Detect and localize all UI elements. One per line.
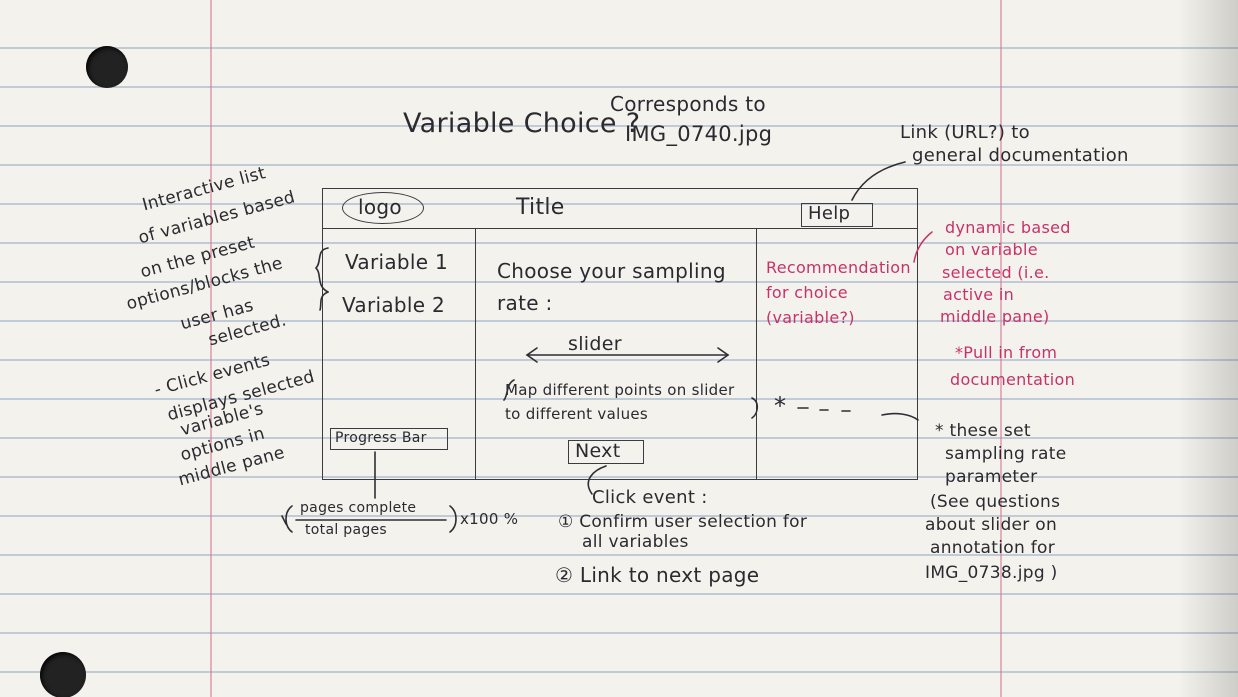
variable-list-item-2[interactable]: Variable 2 — [342, 293, 446, 317]
margin-line-left — [210, 0, 212, 697]
logo-placeholder[interactable] — [342, 192, 424, 224]
annotation-help-line-1: Link (URL?) to — [900, 122, 1030, 143]
binder-hole-top — [86, 46, 128, 88]
wireframe-header-divider — [322, 228, 918, 229]
annotation-dynamic-line-2: on variable — [945, 240, 1038, 259]
formula-denominator: total pages — [305, 522, 388, 538]
progress-bar-label: Progress Bar — [335, 430, 427, 446]
annotation-star-line-2: sampling rate — [945, 444, 1067, 464]
annotation-star-line-6: annotation for — [930, 538, 1055, 558]
margin-line-right — [1000, 0, 1002, 697]
parameter-marker: * — [774, 392, 787, 420]
help-button-label: Help — [808, 203, 851, 224]
right-pane — [756, 228, 918, 480]
next-button-label: Next — [575, 440, 621, 462]
progress-bar — [330, 428, 448, 450]
annotation-dynamic-line-3: selected (i.e. — [942, 263, 1050, 282]
annotation-star-line-7: IMG_0738.jpg ) — [925, 563, 1058, 583]
annotation-star-line-5: about slider on — [925, 515, 1058, 535]
annotation-help-line-2: general documentation — [912, 145, 1129, 166]
annotation-dynamic-line-1: dynamic based — [945, 218, 1071, 237]
sampling-rate-prompt: Choose your sampling rate : — [497, 259, 726, 315]
annotation-dynamic-line-4: active in — [943, 285, 1015, 304]
image-reference: IMG_0740.jpg — [625, 122, 773, 146]
annotation-pull-line-2: documentation — [950, 370, 1076, 389]
click-event-step-1: ① Confirm user selection for — [558, 512, 808, 532]
corresponds-label: Corresponds to — [610, 92, 766, 116]
annotation-dynamic-line-5: middle pane) — [940, 307, 1050, 326]
formula-numerator: pages complete — [300, 500, 417, 516]
wireframe-title: Title — [516, 195, 565, 220]
click-event-label: Click event : — [592, 487, 708, 508]
slider-note: Map different points on slider to differ… — [505, 381, 735, 423]
recommendation-text: Recommendation for choice (variable?) — [766, 258, 911, 327]
help-button[interactable] — [801, 203, 873, 227]
annotation-star-line-3: parameter — [945, 467, 1038, 487]
annotation-star-line-4: (See questions — [930, 492, 1061, 512]
slider-label: slider — [568, 333, 622, 355]
logo-text: logo — [358, 195, 402, 219]
variable-list-item-1[interactable]: Variable 1 — [345, 250, 449, 274]
click-event-step-2: ② Link to next page — [555, 563, 760, 587]
left-pane — [322, 228, 476, 480]
next-button[interactable] — [568, 440, 644, 464]
formula-multiplier: x100 % — [460, 510, 519, 528]
click-event-step-1-cont: all variables — [582, 532, 689, 552]
page-edge-shadow — [1178, 0, 1238, 697]
annotation-star-line-1: * these set — [935, 421, 1031, 441]
sketch-title: Variable Choice ? — [403, 108, 641, 139]
annotation-pull-line-1: *Pull in from — [955, 343, 1058, 362]
wireframe-window — [322, 188, 918, 480]
binder-hole-bottom — [40, 652, 86, 697]
